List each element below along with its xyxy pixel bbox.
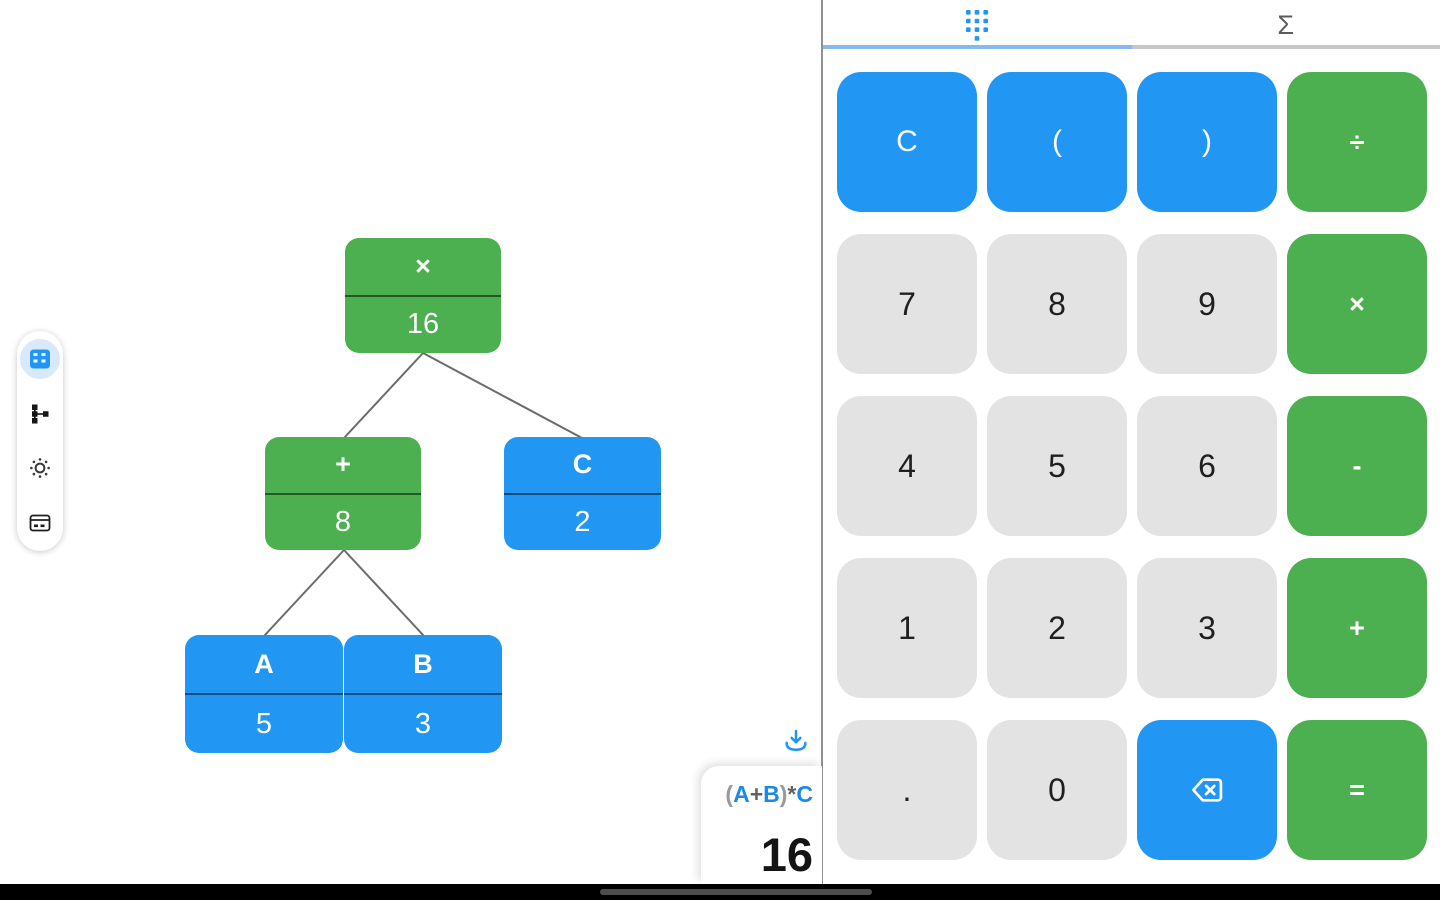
tree-node-c[interactable]: C 2 xyxy=(504,437,661,550)
result-card: (A+B)*C 16 xyxy=(701,766,822,884)
keypad-icon xyxy=(30,349,50,369)
display-card-icon xyxy=(29,514,51,532)
calculator-panel: Σ C ( ) ÷ 7 8 9 × 4 5 6 - 1 2 3 + . 0 xyxy=(823,0,1440,884)
tree-icon xyxy=(31,404,48,424)
system-navbar xyxy=(0,884,1440,900)
keypad-view-button[interactable] xyxy=(20,339,60,379)
key-minus[interactable]: - xyxy=(1287,396,1427,536)
result-value: 16 xyxy=(760,828,813,882)
node-operator: + xyxy=(265,437,421,495)
node-operator: A xyxy=(185,635,343,695)
node-value: 5 xyxy=(255,707,273,740)
expr-times: * xyxy=(787,781,797,807)
calculator-tabbar: Σ xyxy=(823,0,1440,50)
key-close-paren[interactable]: ) xyxy=(1137,72,1277,212)
key-7[interactable]: 7 xyxy=(837,234,977,374)
backspace-icon xyxy=(1192,778,1223,802)
download-button[interactable] xyxy=(778,723,814,759)
key-6[interactable]: 6 xyxy=(1137,396,1277,536)
key-0[interactable]: 0 xyxy=(987,720,1127,860)
key-3[interactable]: 3 xyxy=(1137,558,1277,698)
gesture-handle[interactable] xyxy=(600,889,872,895)
display-card-button[interactable] xyxy=(20,503,60,543)
node-value: 8 xyxy=(334,505,352,538)
key-clear[interactable]: C xyxy=(837,72,977,212)
key-equals[interactable]: = xyxy=(1287,720,1427,860)
brightness-icon xyxy=(30,458,50,479)
tree-view-button[interactable] xyxy=(20,394,60,434)
key-2[interactable]: 2 xyxy=(987,558,1127,698)
dialpad-icon xyxy=(966,10,989,41)
key-8[interactable]: 8 xyxy=(987,234,1127,374)
expr-open-paren: ( xyxy=(725,781,734,807)
node-operator: B xyxy=(344,635,502,695)
side-toolbar xyxy=(17,331,63,551)
sigma-icon: Σ xyxy=(1277,9,1295,40)
expr-var-a: A xyxy=(733,781,750,807)
key-decimal[interactable]: . xyxy=(837,720,977,860)
brightness-button[interactable] xyxy=(20,448,60,488)
result-expression: (A+B)*C xyxy=(725,781,813,808)
tree-node-plus[interactable]: + 8 xyxy=(265,437,421,550)
key-open-paren[interactable]: ( xyxy=(987,72,1127,212)
node-value: 3 xyxy=(414,707,432,740)
inactive-tab-underline xyxy=(1131,45,1440,49)
download-icon xyxy=(785,729,807,752)
tab-keypad[interactable] xyxy=(823,0,1132,50)
tree-node-b[interactable]: B 3 xyxy=(344,635,502,753)
key-backspace[interactable] xyxy=(1137,720,1277,860)
node-value: 16 xyxy=(406,308,440,341)
key-plus[interactable]: + xyxy=(1287,558,1427,698)
key-5[interactable]: 5 xyxy=(987,396,1127,536)
expr-var-c: C xyxy=(796,781,813,807)
keypad: C ( ) ÷ 7 8 9 × 4 5 6 - 1 2 3 + . 0 xyxy=(837,72,1427,860)
tree-node-multiply[interactable]: × 16 xyxy=(345,238,501,353)
node-value: 2 xyxy=(574,505,591,538)
expr-var-b: B xyxy=(763,781,780,807)
panel-divider xyxy=(821,0,823,884)
key-4[interactable]: 4 xyxy=(837,396,977,536)
active-tab-indicator xyxy=(823,45,1132,49)
tree-node-a[interactable]: A 5 xyxy=(185,635,343,753)
tab-functions[interactable]: Σ xyxy=(1132,0,1440,50)
key-1[interactable]: 1 xyxy=(837,558,977,698)
node-operator: C xyxy=(504,437,661,495)
expr-plus: + xyxy=(749,781,764,807)
key-9[interactable]: 9 xyxy=(1137,234,1277,374)
key-multiply[interactable]: × xyxy=(1287,234,1427,374)
key-divide[interactable]: ÷ xyxy=(1287,72,1427,212)
node-operator: × xyxy=(345,238,501,297)
expr-close-paren: ) xyxy=(779,781,788,807)
